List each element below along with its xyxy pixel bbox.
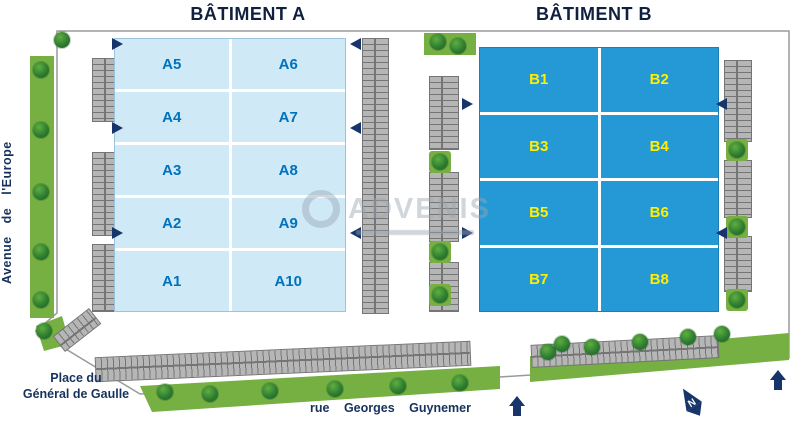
tree-icon [540,344,556,360]
unit-b3: B3 [480,114,598,178]
tree-icon [452,375,468,391]
unit-a8: A8 [231,145,345,195]
unit-b8: B8 [600,247,718,311]
unit-a7: A7 [231,92,345,142]
tree-icon [157,384,173,400]
tree-icon [262,383,278,399]
parking-strip [92,152,116,236]
tree-icon [450,38,466,54]
tree-icon [54,32,70,48]
entrance-arrow-icon [112,38,123,50]
entrance-arrow-icon [462,98,473,110]
unit-a9: A9 [231,198,345,248]
entrance-arrow-icon [350,122,361,134]
tree-icon [432,154,448,170]
entrance-arrow-icon [716,227,727,239]
unit-a10: A10 [231,251,345,311]
unit-b5: B5 [480,181,598,245]
entrance-arrow-icon [716,98,727,110]
entrance-arrow-icon [112,122,123,134]
parking-strip [362,38,389,314]
tree-icon [432,244,448,260]
tree-icon [729,219,745,235]
site-access-arrow-icon [509,396,526,417]
parking-strip [724,60,752,142]
tree-icon [729,142,745,158]
tree-icon [680,329,696,345]
unit-b7: B7 [480,247,598,311]
unit-a3: A3 [115,145,229,195]
unit-a2: A2 [115,198,229,248]
tree-icon [327,381,343,397]
parking-strip [429,172,459,242]
tree-icon [33,122,49,138]
building-b: B1 B2 B3 B4 B5 B6 B7 B8 [479,47,719,312]
site-access-arrow-icon [770,370,787,391]
tree-icon [430,34,446,50]
unit-b4: B4 [600,114,718,178]
tree-icon [202,386,218,402]
entrance-arrow-icon [350,227,361,239]
entrance-arrow-icon [112,227,123,239]
tree-icon [554,336,570,352]
unit-a5: A5 [115,39,229,89]
unit-b2: B2 [600,48,718,112]
entrance-arrow-icon [350,38,361,50]
unit-b1: B1 [480,48,598,112]
unit-b6: B6 [600,181,718,245]
tree-icon [390,378,406,394]
building-a-title: BÂTIMENT A [190,4,306,24]
avenue-europe-label: Avenue de l'Europe [0,141,14,285]
parking-strip [92,58,116,122]
place-label-line2: Général de Gaulle [22,387,130,402]
tree-icon [33,292,49,308]
tree-icon [33,62,49,78]
tree-icon [432,287,448,303]
parking-strip [429,76,459,150]
tree-icon [584,339,600,355]
tree-icon [632,334,648,350]
unit-a6: A6 [231,39,345,89]
tree-icon [729,292,745,308]
unit-a4: A4 [115,92,229,142]
place-general-de-gaulle-label: Place du Général de Gaulle [6,370,146,403]
tree-icon [36,323,52,339]
rue-georges-guynemer-label: rue Georges Guynemer [310,401,471,415]
building-a: A5 A6 A4 A7 A3 A8 A2 A9 A1 A10 [114,38,346,312]
unit-a1: A1 [115,251,229,311]
green-band-bottom-left [140,366,500,412]
entrance-arrow-icon [462,227,473,239]
building-b-title: BÂTIMENT B [536,4,652,24]
tree-icon [33,184,49,200]
tree-icon [33,244,49,260]
parking-strip [724,236,752,292]
tree-icon [714,326,730,342]
place-label-line1: Place du [50,371,102,385]
parking-strip [724,160,752,218]
parking-strip [92,244,116,312]
